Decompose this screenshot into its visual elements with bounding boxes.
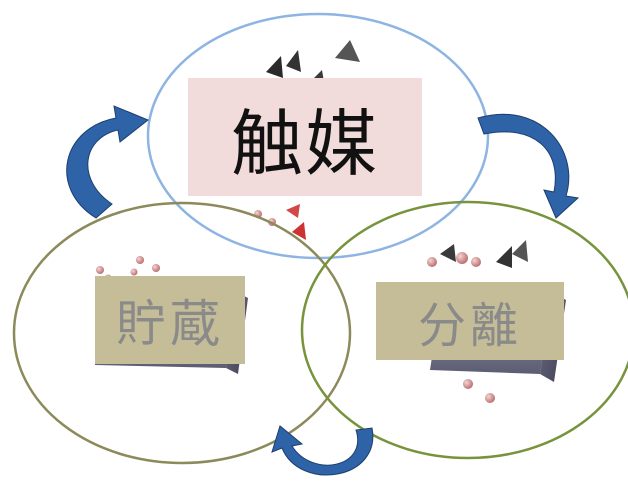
separation-label: 分離 [376, 282, 564, 360]
storage-label: 貯蔵 [95, 276, 245, 364]
catalysis-label: 触媒 [188, 78, 422, 196]
storage-circle [12, 201, 352, 465]
cycle-arrow-icon [66, 105, 580, 476]
separation-circle [300, 200, 628, 460]
